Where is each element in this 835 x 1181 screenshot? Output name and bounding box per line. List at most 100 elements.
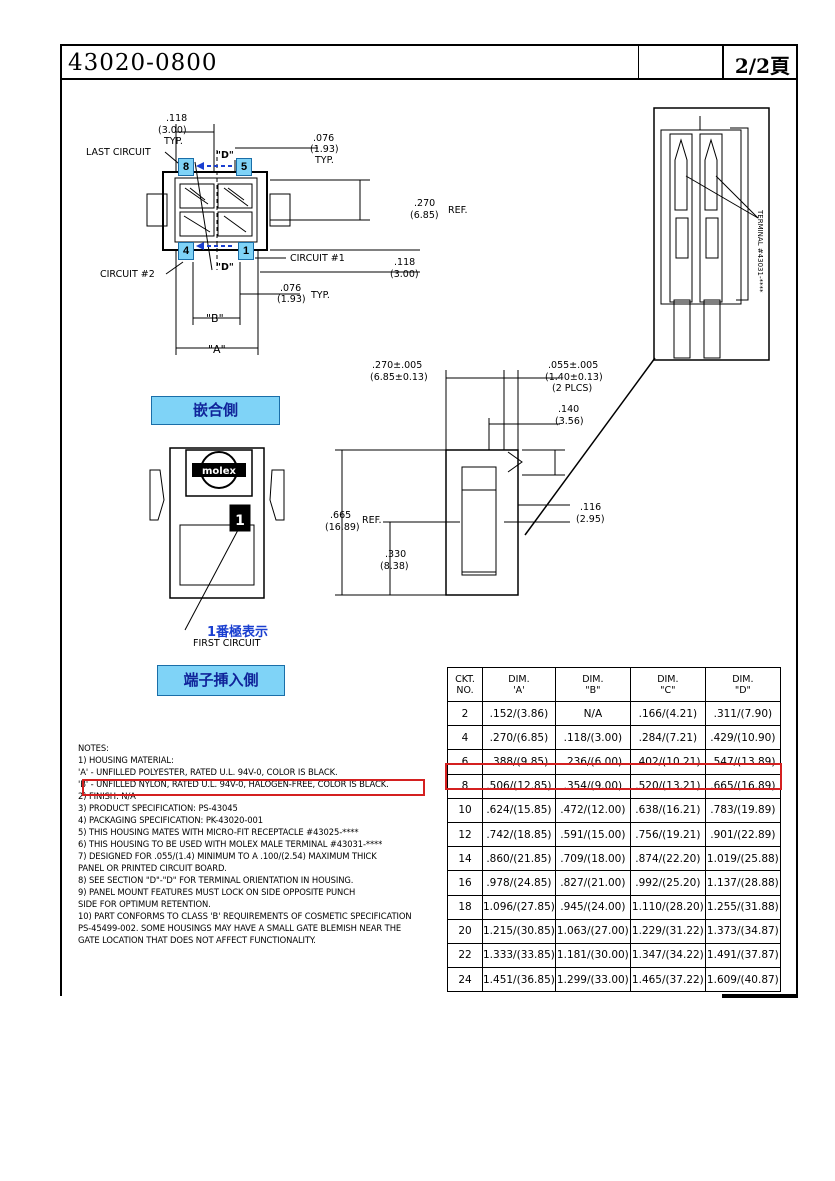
molex-logo bbox=[192, 451, 246, 489]
table-row: 16.978/(24.85).827/(21.00).992/(25.20)1.… bbox=[447, 870, 781, 896]
table-cell: 1.181/(30.00) bbox=[554, 942, 631, 969]
page-number: 2/2頁 bbox=[734, 54, 790, 78]
note-line: 7) DESIGNED FOR .055/(1.4) MINIMUM TO A … bbox=[78, 851, 377, 861]
circuit-1-label: CIRCUIT #1 bbox=[290, 253, 345, 264]
typ-3: TYP. bbox=[310, 290, 330, 301]
note-line: GATE LOCATION THAT DOES NOT AFFECT FUNCT… bbox=[78, 935, 316, 945]
table-cell: .152/(3.86) bbox=[482, 700, 556, 727]
table-header-line: "C" bbox=[660, 684, 676, 696]
table-cell: 22 bbox=[447, 942, 483, 969]
part-number: 43020-0800 bbox=[68, 50, 218, 76]
table-cell: 1.110/(28.20) bbox=[629, 894, 706, 920]
page-cell bbox=[722, 46, 798, 78]
typ-1: TYP. bbox=[163, 136, 183, 147]
table-cell: .284/(7.21) bbox=[629, 725, 706, 751]
table-row: 14.860/(21.85).709/(18.00).874/(22.20)1.… bbox=[447, 846, 781, 872]
table-cell: .624/(15.85) bbox=[482, 797, 556, 823]
table-cell: 1.063/(27.00) bbox=[554, 918, 631, 944]
table-cell: 1.096/(27.85) bbox=[482, 894, 556, 920]
table-cell: 1.255/(31.88) bbox=[704, 894, 781, 920]
table-cell: 20 bbox=[447, 918, 483, 944]
table-cell: 1.609/(40.87) bbox=[704, 967, 781, 993]
material-b-highlight bbox=[82, 779, 425, 796]
bottom-rule bbox=[722, 994, 798, 998]
table-cell: 1.465/(37.22) bbox=[629, 967, 706, 993]
ckt8-highlight bbox=[445, 763, 782, 790]
dim-665-mm: (16.89) bbox=[325, 522, 360, 533]
table-cell: .901/(22.89) bbox=[704, 821, 781, 848]
title-bar: 43020-0800 2/2頁 bbox=[62, 46, 796, 80]
table-cell: 24 bbox=[447, 967, 483, 993]
table-cell: .874/(22.20) bbox=[629, 846, 706, 872]
note-line: 1) HOUSING MATERIAL: bbox=[78, 755, 174, 765]
marker-5: 5 bbox=[236, 158, 252, 176]
table-cell: .945/(24.00) bbox=[554, 894, 631, 920]
table-cell: .118/(3.00) bbox=[554, 725, 631, 751]
table-cell: 1.451/(36.85) bbox=[482, 967, 556, 993]
table-cell: 4 bbox=[447, 725, 483, 751]
marker-8: 8 bbox=[178, 158, 194, 176]
table-cell: .166/(4.21) bbox=[629, 700, 706, 727]
table-header-line: DIM. bbox=[508, 673, 530, 685]
table-row: 10.624/(15.85).472/(12.00).638/(16.21).7… bbox=[447, 797, 781, 823]
note-line: 8) SEE SECTION "D"-"D" FOR TERMINAL ORIE… bbox=[78, 875, 354, 885]
note-line: PS-45499-002. SOME HOUSINGS MAY HAVE A S… bbox=[78, 923, 402, 933]
note-line: 3) PRODUCT SPECIFICATION: PS-43045 bbox=[78, 803, 238, 813]
table-header-line: "D" bbox=[734, 684, 751, 696]
dim-076b-mm: (1.93) bbox=[277, 294, 306, 305]
note-line: PANEL OR PRINTED CIRCUIT BOARD. bbox=[78, 863, 227, 873]
first-circuit-label: FIRST CIRCUIT bbox=[193, 638, 261, 649]
table-header-line: 'A' bbox=[513, 684, 525, 696]
table-cell: 1.299/(33.00) bbox=[554, 967, 631, 993]
dim-a-label: "A" bbox=[208, 343, 226, 356]
drawing-frame: 43020-0800 2/2頁 bbox=[60, 44, 798, 996]
note-line: 4) PACKAGING SPECIFICATION: PK-43020-001 bbox=[78, 815, 263, 825]
dim-140-mm: (3.56) bbox=[555, 416, 584, 427]
note-line: NOTES: bbox=[78, 743, 109, 753]
note-line: 10) PART CONFORMS TO CLASS 'B' REQUIREME… bbox=[78, 911, 412, 921]
table-cell: 14 bbox=[447, 846, 483, 872]
table-cell: 1.019/(25.88) bbox=[704, 846, 781, 872]
dim-330-mm: (8.38) bbox=[380, 561, 409, 572]
note-line: SIDE FOR OPTIMUM RETENTION. bbox=[78, 899, 211, 909]
sec-d-bottom: "D" bbox=[216, 262, 234, 273]
table-header: CKT.NO. bbox=[447, 667, 483, 702]
note-line: 9) PANEL MOUNT FEATURES MUST LOCK ON SID… bbox=[78, 887, 356, 897]
dim-055tol-mm: (1.40±0.13) bbox=[545, 372, 603, 383]
dim-076-mm: (1.93) bbox=[310, 144, 339, 155]
table-header: DIM.'A' bbox=[482, 667, 556, 702]
plcs-label: (2 PLCS) bbox=[552, 383, 592, 394]
table-cell: .827/(21.00) bbox=[554, 870, 631, 896]
top-view-housing bbox=[146, 150, 291, 271]
table-header-line: DIM. bbox=[582, 673, 604, 685]
ref-1: REF. bbox=[448, 205, 468, 216]
table-header-line: "B" bbox=[585, 684, 601, 696]
dim-118-r: .118 bbox=[394, 257, 415, 268]
table-cell: .638/(16.21) bbox=[629, 797, 706, 823]
table-row: 4.270/(6.85).118/(3.00).284/(7.21).429/(… bbox=[447, 725, 781, 751]
table-cell: 1.491/(37.87) bbox=[704, 942, 781, 969]
table-cell: 12 bbox=[447, 821, 483, 848]
table-header: DIM."C" bbox=[629, 667, 706, 702]
table-cell: .472/(12.00) bbox=[554, 797, 631, 823]
table-cell: 1.333/(33.85) bbox=[482, 942, 556, 969]
pin1-mark: 1 bbox=[235, 513, 245, 529]
note-line: 'A' - UNFILLED POLYESTER, RATED U.L. 94V… bbox=[78, 767, 338, 777]
dim-140: .140 bbox=[558, 404, 579, 415]
dim-118-top-mm: (3.00) bbox=[158, 125, 187, 136]
marker-1: 1 bbox=[238, 242, 254, 260]
table-cell: .429/(10.90) bbox=[704, 725, 781, 751]
dim-076b: .076 bbox=[280, 283, 301, 294]
dim-b-label: "B" bbox=[206, 312, 224, 325]
side-view bbox=[335, 370, 570, 596]
table-cell: 1.137/(28.88) bbox=[704, 870, 781, 896]
terminal-side-label: 端子挿入側 bbox=[157, 665, 285, 696]
mating-side-label: 嵌合側 bbox=[151, 396, 280, 425]
table-cell: 16 bbox=[447, 870, 483, 896]
dim-116-mm: (2.95) bbox=[576, 514, 605, 525]
table-row: 12.742/(18.85).591/(15.00).756/(19.21).9… bbox=[447, 821, 781, 848]
